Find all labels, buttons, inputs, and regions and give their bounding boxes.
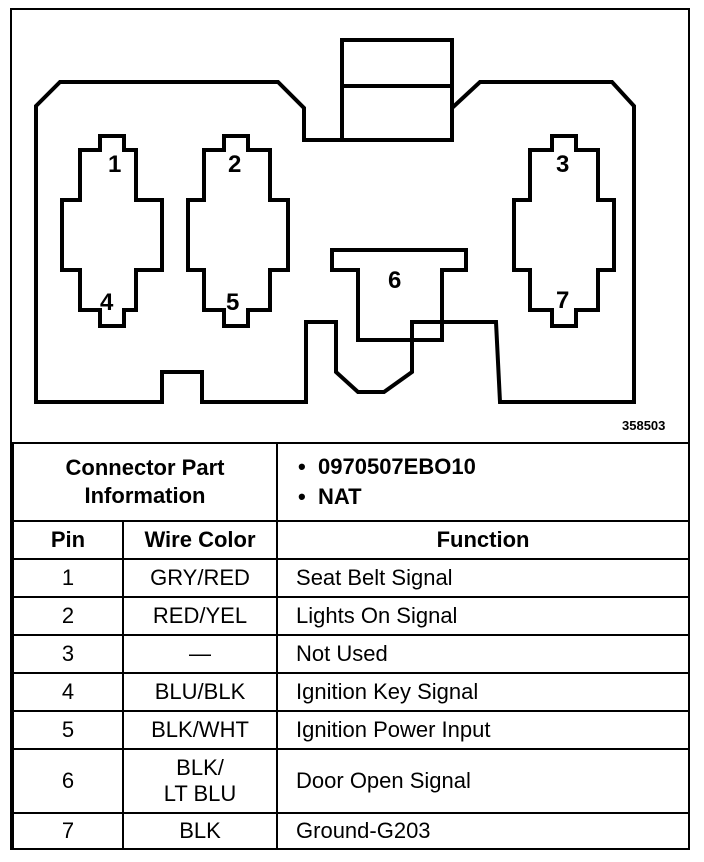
function-cell: Ignition Key Signal xyxy=(276,672,691,712)
function-cell: Lights On Signal xyxy=(276,596,691,636)
connector-info-row: Connector Part Information 0970507EBO10 … xyxy=(11,442,691,522)
wire-color-line2: LT BLU xyxy=(163,781,237,806)
wire-color-cell: BLK/WHT xyxy=(121,710,279,750)
locking-tab xyxy=(340,38,454,140)
cavity-label-2: 2 xyxy=(228,151,241,178)
cavity-6 xyxy=(330,248,468,342)
cavity-3-7 xyxy=(512,134,616,328)
wire-color-cell: RED/YEL xyxy=(121,596,279,636)
pin-cell: 6 xyxy=(12,748,124,814)
cavity-1-4 xyxy=(60,134,164,328)
wire-color-cell: BLU/BLK xyxy=(121,672,279,712)
table-header-row: Pin Wire Color Function xyxy=(12,520,691,560)
connector-info-values: 0970507EBO10 NAT xyxy=(276,442,691,522)
cavity-label-1: 1 xyxy=(108,151,121,178)
table-row: 2 RED/YEL Lights On Signal xyxy=(12,596,691,636)
pin-cell: 1 xyxy=(12,558,124,598)
header-wire-color: Wire Color xyxy=(121,520,279,560)
cavity-label-3: 3 xyxy=(556,151,569,178)
pin-cell: 4 xyxy=(12,672,124,712)
part-color: NAT xyxy=(298,482,688,512)
pin-cell: 5 xyxy=(12,710,124,750)
connector-info-label: Connector Part Information xyxy=(11,442,279,522)
header-function: Function xyxy=(276,520,691,560)
cavity-2-5 xyxy=(186,134,290,328)
cavity-label-6: 6 xyxy=(388,267,401,294)
function-cell: Seat Belt Signal xyxy=(276,558,691,598)
pin-cell: 2 xyxy=(12,596,124,636)
wire-color-cell: BLK xyxy=(121,812,279,850)
wire-color-cell: — xyxy=(121,634,279,674)
connector-info-label-line1: Connector Part xyxy=(65,455,225,480)
cavity-label-4: 4 xyxy=(100,289,114,316)
connector-frame: 1 2 3 4 5 6 7 358503 Connector Part Info… xyxy=(10,8,692,850)
header-pin: Pin xyxy=(12,520,124,560)
connector-face-drawing: 1 2 3 4 5 6 7 358503 xyxy=(34,38,665,433)
connector-info-label-line2: Information xyxy=(84,483,206,508)
table-row: 6 BLK/ LT BLU Door Open Signal xyxy=(12,748,691,814)
wire-color-cell: BLK/ LT BLU xyxy=(121,748,279,814)
wire-color-line1: BLK/ xyxy=(176,755,224,780)
table-row: 1 GRY/RED Seat Belt Signal xyxy=(12,558,691,598)
figure-id: 358503 xyxy=(622,418,665,433)
table-row: 4 BLU/BLK Ignition Key Signal xyxy=(12,672,691,712)
function-cell: Ignition Power Input xyxy=(276,710,691,750)
function-cell: Door Open Signal xyxy=(276,748,691,814)
pinout-table: Connector Part Information 0970507EBO10 … xyxy=(11,442,691,850)
table-row: 7 BLK Ground-G203 xyxy=(12,812,691,850)
function-cell: Not Used xyxy=(276,634,691,674)
cavity-label-5: 5 xyxy=(226,289,239,316)
table-row: 3 — Not Used xyxy=(12,634,691,674)
cavity-label-7: 7 xyxy=(556,287,569,314)
pin-cell: 7 xyxy=(12,812,124,850)
table-row: 5 BLK/WHT Ignition Power Input xyxy=(12,710,691,750)
connector-diagram: 1 2 3 4 5 6 7 358503 xyxy=(12,10,692,442)
part-number: 0970507EBO10 xyxy=(298,452,688,482)
connector-outline xyxy=(34,80,636,404)
function-cell: Ground-G203 xyxy=(276,812,691,850)
pin-cell: 3 xyxy=(12,634,124,674)
wire-color-cell: GRY/RED xyxy=(121,558,279,598)
